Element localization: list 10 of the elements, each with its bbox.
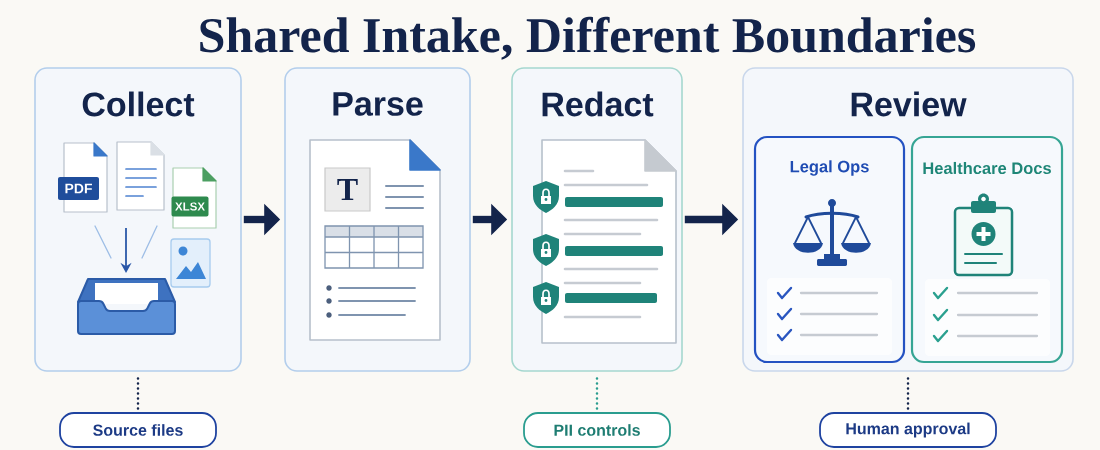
pill-tag: Source files [59,412,217,448]
text-style-tile: T [324,167,371,212]
file-type-badge: XLSX [171,196,209,217]
pill-tag: PII controls [523,412,671,448]
connector-line [595,377,599,413]
file-type-badge: PDF [58,177,99,200]
connector-line [906,377,910,413]
connector-line [136,377,140,413]
title: Shared Intake, Different Boundaries [200,16,976,60]
pill-tag: Human approval [819,412,997,448]
